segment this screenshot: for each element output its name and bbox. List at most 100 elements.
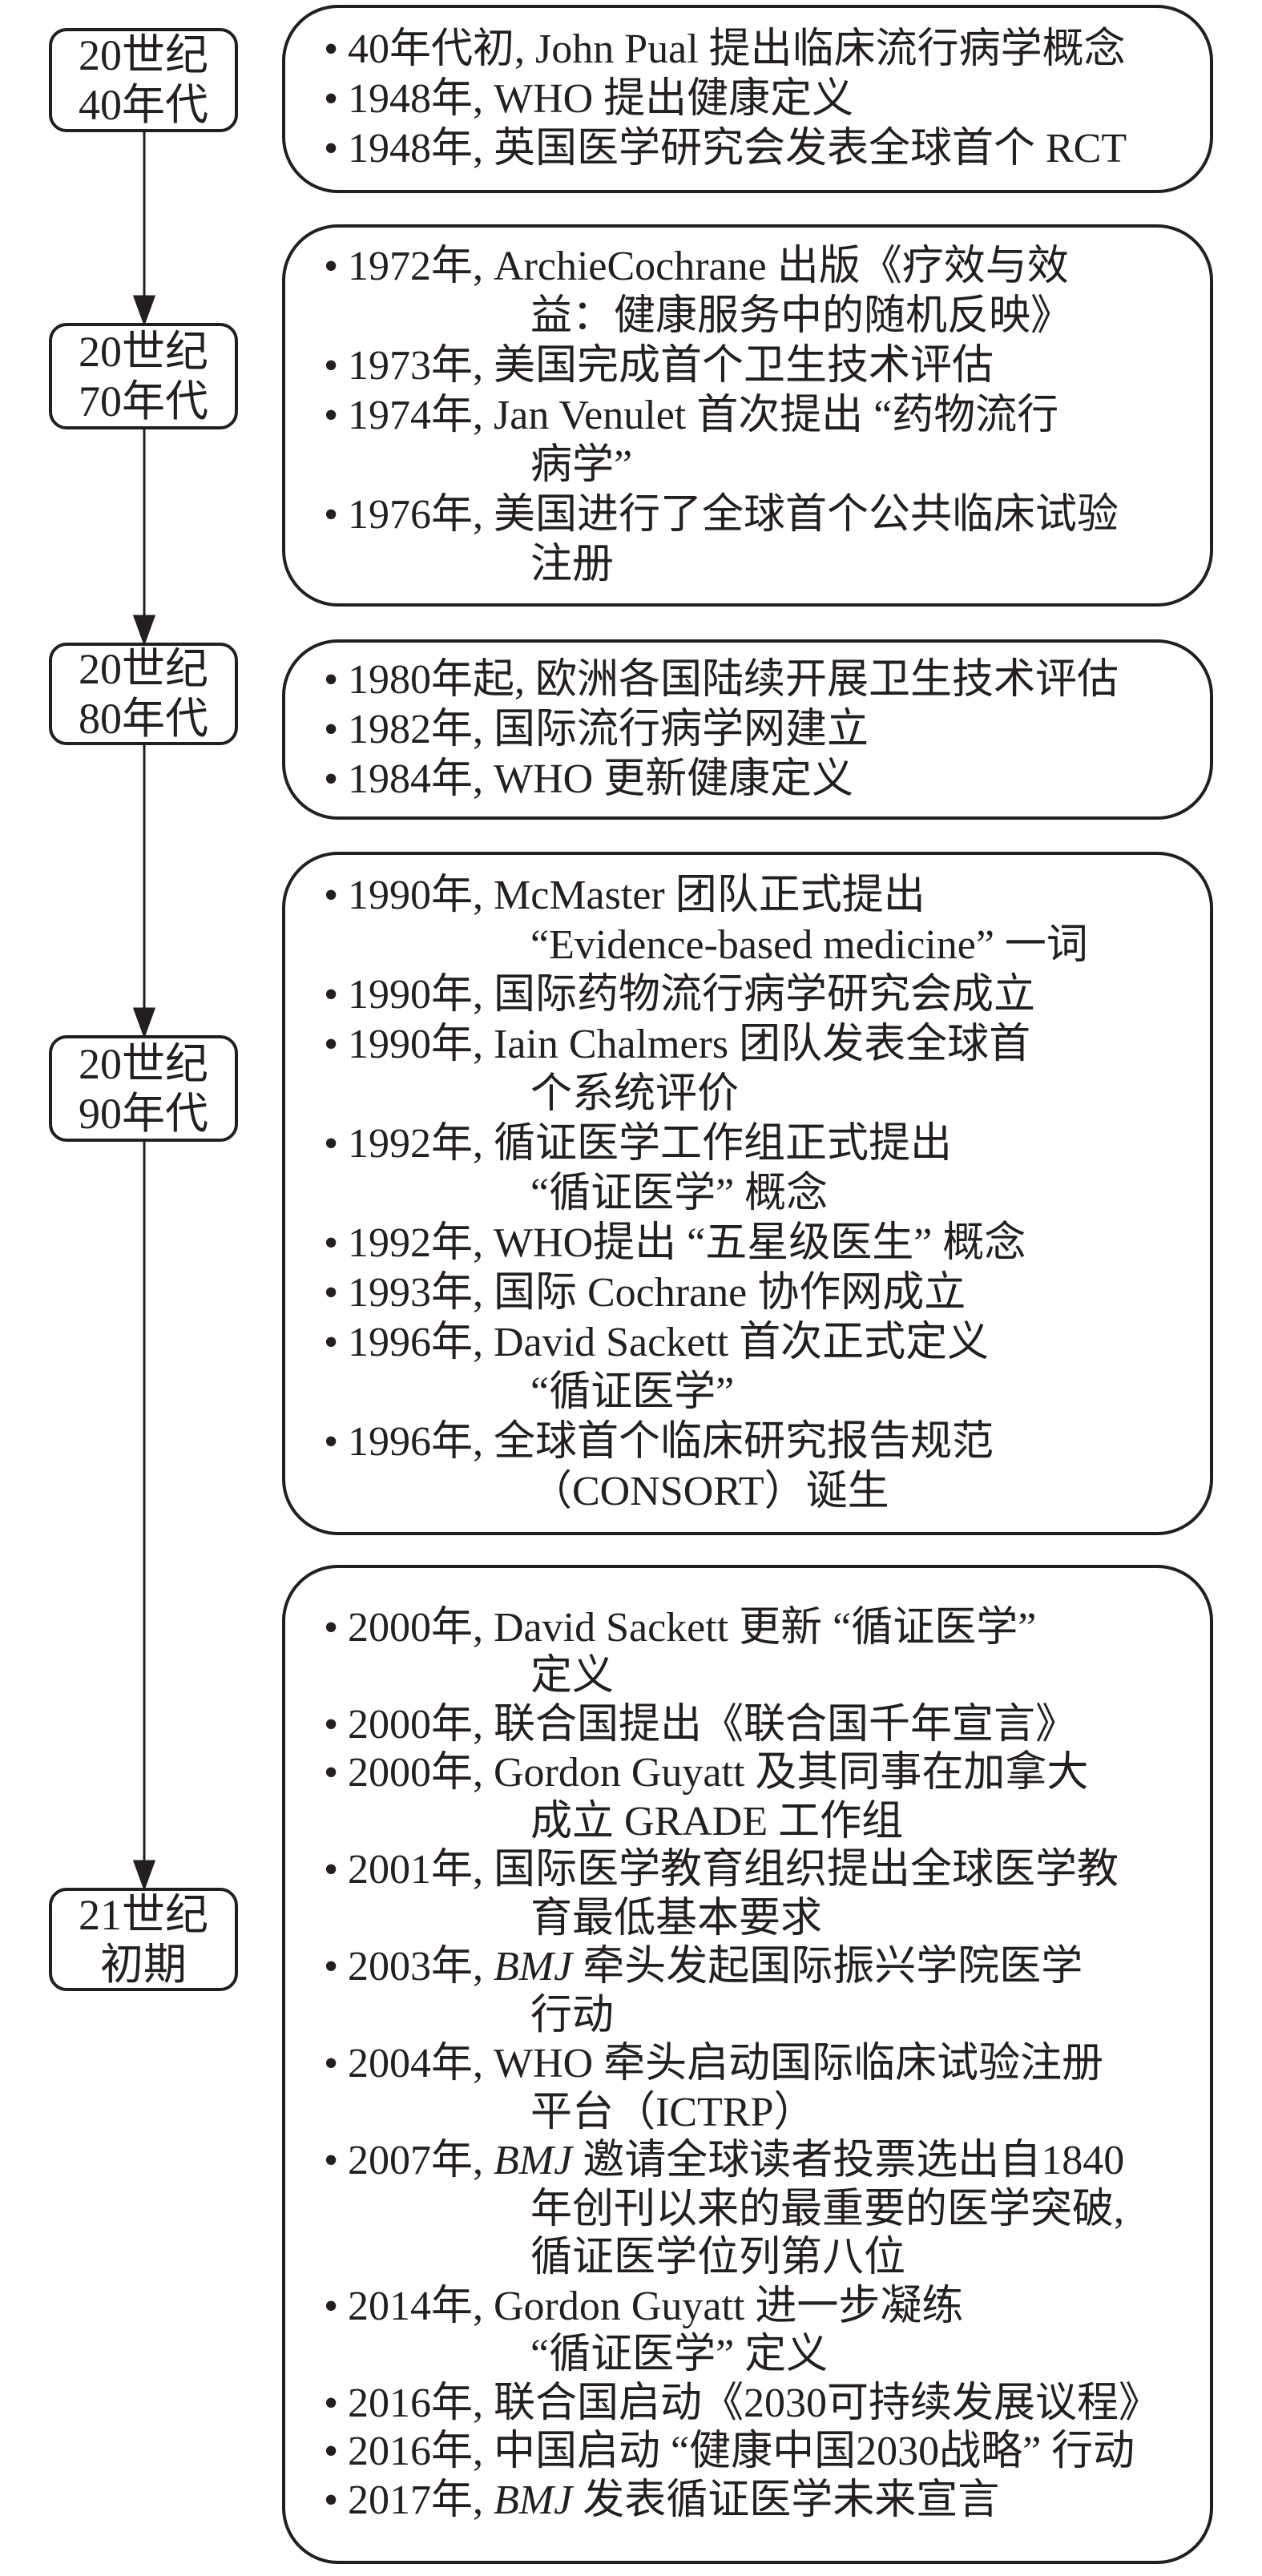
event-item: •2000年, Gordon Guyatt 及其同事在加拿大成立 GRADE 工… (324, 1749, 1210, 1846)
bullet-icon: • (324, 1750, 339, 1796)
bullet-icon: • (324, 1319, 339, 1365)
arrow-head-icon (132, 295, 156, 327)
event-item: •1990年, 国际药物流行病学研究会成立 (324, 970, 1210, 1020)
event-item: •2016年, 联合国启动《2030可持续发展议程》 (324, 2380, 1210, 2429)
event-item: •1973年, 美国完成首个卫生技术评估 (324, 341, 1210, 391)
event-text: 2007年, BMJ 邀请全球读者投票选出自1840 (348, 2138, 1125, 2184)
event-item: •1948年, 英国医学研究会发表全球首个 RCT (324, 124, 1210, 174)
event-item: •1996年, David Sackett 首次正式定义“循证医学” (324, 1318, 1210, 1417)
event-text: 2000年, 联合国提出《联合国千年宣言》 (348, 1701, 1078, 1748)
event-text: 2016年, 联合国启动《2030可持续发展议程》 (348, 2380, 1161, 2426)
bullet-icon: • (324, 656, 339, 703)
era-box-1990s: 20世纪 90年代 (49, 1035, 238, 1142)
event-text: 育最低基本要求 (530, 1895, 823, 1941)
bullet-icon: • (324, 1604, 339, 1651)
bullet-icon: • (324, 1219, 339, 1266)
event-text: 2004年, WHO 牵头启动国际临床试验注册 (348, 2041, 1104, 2087)
event-item: •2004年, WHO 牵头启动国际临床试验注册平台（ICTRP） (324, 2040, 1210, 2137)
era-label: 初期 (100, 1940, 187, 1989)
bullet-icon: • (324, 125, 339, 171)
era-box-21st-century: 21世纪 初期 (49, 1888, 238, 1991)
event-text: 1990年, Iain Chalmers 团队发表全球首 (348, 1021, 1031, 1067)
event-text: 1992年, WHO提出 “五星级医生” 概念 (348, 1219, 1026, 1266)
events-box-1970s: • 1972年, ArchieCochrane 出版《疗效与效益：健康服务中的随机… (282, 224, 1213, 607)
arrow-head-icon (132, 615, 156, 647)
event-text: 1990年, 国际药物流行病学研究会成立 (348, 971, 1036, 1018)
event-item: •2017年, BMJ 发表循证医学未来宣言 (324, 2477, 1210, 2526)
bullet-icon: • (324, 1944, 339, 1990)
bullet-icon: • (324, 491, 339, 538)
bullet-icon: • (324, 2041, 339, 2087)
event-item: •2001年, 国际医学教育组织提出全球医学教育最低基本要求 (324, 1846, 1210, 1943)
event-text: 个系统评价 (530, 1070, 740, 1117)
event-text: 1972年, ArchieCochrane 出版《疗效与效 (348, 243, 1069, 289)
event-text: 1993年, 国际 Cochrane 协作网成立 (348, 1269, 966, 1316)
event-item: •1976年, 美国进行了全球首个公共临床试验注册 (324, 490, 1210, 590)
event-text: 行动 (530, 1992, 615, 2038)
event-item: •1993年, 国际 Cochrane 协作网成立 (324, 1268, 1210, 1318)
event-text: 2003年, BMJ 牵头发起国际振兴学院医学 (348, 1944, 1083, 1990)
event-text: 1948年, 英国医学研究会发表全球首个 RCT (348, 125, 1127, 171)
event-text: 2001年, 国际医学教育组织提出全球医学教 (348, 1847, 1119, 1893)
era-label: 20世纪 (79, 31, 208, 79)
bullet-icon: • (324, 2429, 339, 2475)
event-text: “Evidence-based medicine” 一词 (530, 921, 1088, 968)
era-box-1970s: 20世纪 70年代 (49, 323, 238, 429)
event-item: •1980年起, 欧洲各国陆续开展卫生技术评估 (324, 655, 1210, 705)
arrow-head-icon (132, 1860, 156, 1892)
event-item: •2016年, 中国启动 “健康中国2030战略” 行动 (324, 2428, 1210, 2477)
bullet-icon: • (324, 2283, 339, 2329)
event-text: 年创刊以来的最重要的医学突破, (530, 2186, 1125, 2232)
event-item: •1992年, WHO提出 “五星级医生” 概念 (324, 1219, 1210, 1268)
era-label: 80年代 (79, 695, 208, 743)
event-text: 病学” (530, 441, 633, 488)
event-item: •1990年, McMaster 团队正式提出“Evidence-based m… (324, 871, 1210, 970)
event-text: 1996年, 全球首个临床研究报告规范 (348, 1418, 994, 1465)
bullet-icon: • (324, 75, 339, 122)
event-text: “循证医学” (530, 1369, 735, 1415)
event-text: 循证医学位列第八位 (530, 2235, 906, 2281)
bullet-icon: • (324, 2138, 339, 2184)
event-item: •1984年, WHO 更新健康定义 (324, 755, 1210, 804)
event-text: 注册 (530, 541, 615, 587)
event-text: 1992年, 循证医学工作组正式提出 (348, 1120, 953, 1167)
bullet-icon: • (324, 26, 339, 72)
event-text: 1980年起, 欧洲各国陆续开展卫生技术评估 (348, 656, 1119, 703)
event-text: 2000年, Gordon Guyatt 及其同事在加拿大 (348, 1750, 1089, 1796)
event-text: 1990年, McMaster 团队正式提出 (348, 872, 925, 918)
era-label: 20世纪 (79, 1039, 208, 1088)
event-text: 1976年, 美国进行了全球首个公共临床试验 (348, 491, 1119, 538)
event-text: “循证医学” 概念 (530, 1170, 829, 1216)
bullet-icon: • (324, 1701, 339, 1748)
event-item: •1948年, WHO 提出健康定义 (324, 75, 1210, 124)
event-text: 2000年, David Sackett 更新 “循证医学” (348, 1604, 1037, 1651)
era-label: 21世纪 (79, 1890, 208, 1939)
event-item: •1996年, 全球首个临床研究报告规范（CONSORT）诞生 (324, 1417, 1210, 1517)
bullet-icon: • (324, 392, 339, 438)
event-text: 成立 GRADE 工作组 (530, 1798, 904, 1844)
event-text: 40年代初, John Pual 提出临床流行病学概念 (348, 26, 1126, 72)
events-box-1990s: •1990年, McMaster 团队正式提出“Evidence-based m… (282, 852, 1213, 1535)
event-item: •2003年, BMJ 牵头发起国际振兴学院医学行动 (324, 1943, 1210, 2040)
bullet-icon: • (324, 971, 339, 1018)
event-text: 1973年, 美国完成首个卫生技术评估 (348, 342, 994, 389)
bullet-icon: • (324, 706, 339, 752)
journal-name: BMJ (494, 1944, 573, 1990)
event-text: 1948年, WHO 提出健康定义 (348, 75, 854, 122)
bullet-icon: • (324, 1269, 339, 1316)
event-item: •2014年, Gordon Guyatt 进一步凝练“循证医学” 定义 (324, 2283, 1210, 2380)
bullet-icon: • (324, 872, 339, 918)
event-item: •40年代初, John Pual 提出临床流行病学概念 (324, 25, 1210, 75)
event-item: •2000年, David Sackett 更新 “循证医学”定义 (324, 1604, 1210, 1701)
era-label: 20世纪 (79, 327, 208, 376)
event-text: 1974年, Jan Venulet 首次提出 “药物流行 (348, 392, 1059, 438)
events-box-1980s: •1980年起, 欧洲各国陆续开展卫生技术评估•1982年, 国际流行病学网建立… (282, 639, 1213, 820)
event-text: 益：健康服务中的随机反映》 (530, 292, 1073, 339)
event-text: 1982年, 国际流行病学网建立 (348, 706, 869, 752)
bullet-icon: • (324, 2477, 339, 2523)
events-box-21st-century: •2000年, David Sackett 更新 “循证医学”定义•2000年,… (282, 1565, 1213, 2564)
journal-name: BMJ (494, 2138, 573, 2184)
event-text: 1996年, David Sackett 首次正式定义 (348, 1319, 990, 1365)
